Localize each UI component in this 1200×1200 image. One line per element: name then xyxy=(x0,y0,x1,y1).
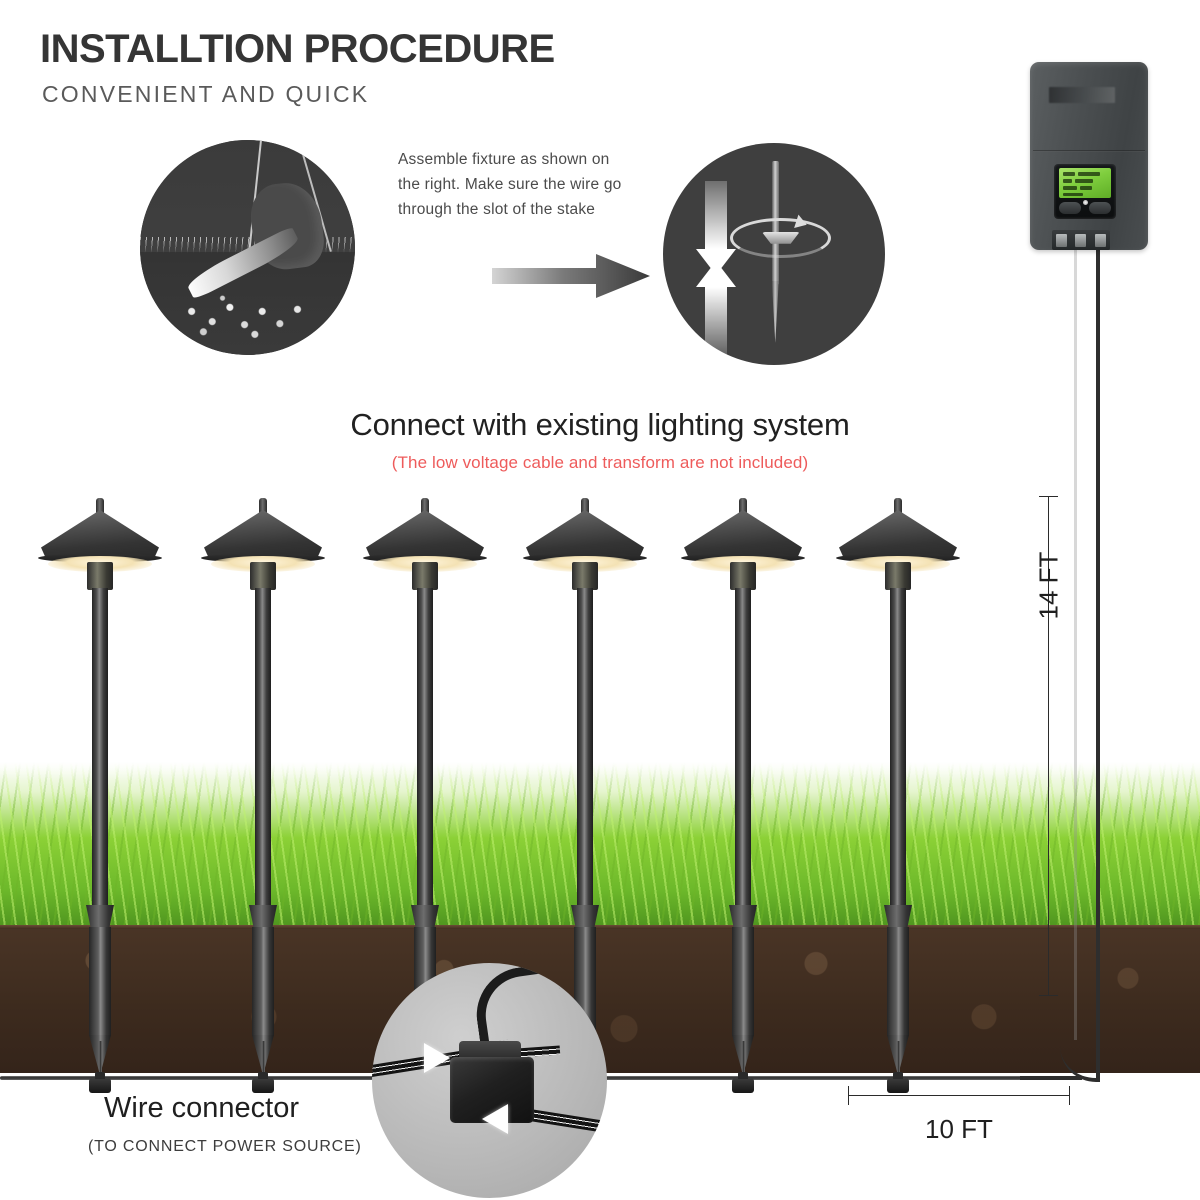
cable-connector-clip xyxy=(252,1072,274,1093)
transformer-brand-logo xyxy=(1049,87,1115,103)
not-included-note: (The low voltage cable and transform are… xyxy=(391,453,809,472)
fixture-finial xyxy=(259,498,267,514)
page-subtitle: CONVENIENT AND QUICK xyxy=(42,81,370,107)
fixture-stem xyxy=(890,588,906,905)
fixture-shade xyxy=(366,510,484,558)
horizontal-dimension-line xyxy=(848,1086,1070,1105)
page-title: INSTALLTION PROCEDURE xyxy=(40,27,555,71)
arrow-left-icon xyxy=(482,1104,508,1134)
fixture-stem xyxy=(255,588,271,905)
cable-connector-clip xyxy=(732,1072,754,1093)
step-flow-arrow xyxy=(492,248,652,304)
fixture-shade xyxy=(526,510,644,558)
fixture-lead-wire xyxy=(99,1041,102,1076)
fixture-stem xyxy=(735,588,751,905)
stake-assembly-push-twist-illustration xyxy=(663,143,885,365)
stake-collar xyxy=(249,905,277,927)
fixture-neck xyxy=(412,562,438,590)
fixture-shade xyxy=(684,510,802,558)
fixture-finial xyxy=(96,498,104,514)
terminal-screw xyxy=(1075,233,1087,247)
fixture-stem xyxy=(417,588,433,905)
arrow-right-icon xyxy=(424,1042,450,1073)
dig-and-bury-cable-illustration xyxy=(140,140,355,355)
terminal-screw xyxy=(1094,233,1106,247)
fixture-shade xyxy=(41,510,159,558)
fixture-shade xyxy=(204,510,322,558)
fixture-neck xyxy=(730,562,756,590)
horizontal-dimension-label: 10 FT xyxy=(925,1114,993,1144)
transformer-door-seam xyxy=(1033,150,1145,152)
transformer-button-right[interactable] xyxy=(1089,202,1111,214)
ground-stake xyxy=(732,927,754,1035)
fixture-stem xyxy=(92,588,108,905)
transformer-status-led xyxy=(1083,200,1088,205)
low-voltage-transformer[interactable] xyxy=(1030,62,1148,250)
transformer-control-panel[interactable] xyxy=(1054,164,1116,219)
fixture-lead-wire xyxy=(897,1041,900,1076)
transformer-feed-cable-highlight xyxy=(1074,250,1077,1040)
fixture-finial xyxy=(739,498,747,514)
fixture-lead-wire xyxy=(262,1041,265,1076)
fixture-neck xyxy=(250,562,276,590)
assembly-instruction-text: Assemble fixture as shown on the right. … xyxy=(398,151,622,219)
grass-layer xyxy=(0,762,1200,927)
wire-connector-label: Wire connector xyxy=(104,1092,300,1124)
lcd-display xyxy=(1059,168,1111,198)
cable-connector-clip xyxy=(89,1072,111,1093)
fixture-finial xyxy=(421,498,429,514)
fixture-neck xyxy=(885,562,911,590)
fixture-neck xyxy=(572,562,598,590)
stake-collar xyxy=(411,905,439,927)
stake-collar xyxy=(86,905,114,927)
wire-connector-callout xyxy=(372,963,607,1198)
fixture-finial xyxy=(894,498,902,514)
cable-connector-clip xyxy=(887,1072,909,1093)
fixture-stem xyxy=(577,588,593,905)
gravel-texture xyxy=(174,290,321,343)
soil-surface-edge xyxy=(0,925,1200,929)
transformer-terminal-block[interactable] xyxy=(1052,230,1110,250)
ground-stake xyxy=(252,927,274,1035)
stake-collar xyxy=(884,905,912,927)
stake-tip xyxy=(771,280,779,343)
fixture-neck xyxy=(87,562,113,590)
grass-blades-texture xyxy=(0,762,1200,927)
callout-cable-loop xyxy=(470,963,566,1044)
terminal-screw xyxy=(1056,233,1068,247)
rotate-arrow-icon xyxy=(729,218,831,259)
ground-stake xyxy=(89,927,111,1035)
stake-collar xyxy=(729,905,757,927)
fixture-lead-wire xyxy=(742,1041,745,1076)
transformer-feed-cable xyxy=(1060,246,1100,1082)
vertical-dimension-label: 14 FT xyxy=(1033,551,1064,620)
wire-connector-sublabel: (TO CONNECT POWER SOURCE) xyxy=(88,1138,362,1155)
fixture-finial xyxy=(581,498,589,514)
vertical-dimension-line xyxy=(1039,496,1058,996)
transformer-button-left[interactable] xyxy=(1059,202,1081,214)
ground-stake xyxy=(887,927,909,1035)
stake-collar xyxy=(571,905,599,927)
fixture-shade xyxy=(839,510,957,558)
connect-heading: Connect with existing lighting system xyxy=(350,407,850,442)
transformer-feed-cable-run xyxy=(1020,1076,1082,1080)
arrow-up-icon xyxy=(696,260,737,355)
